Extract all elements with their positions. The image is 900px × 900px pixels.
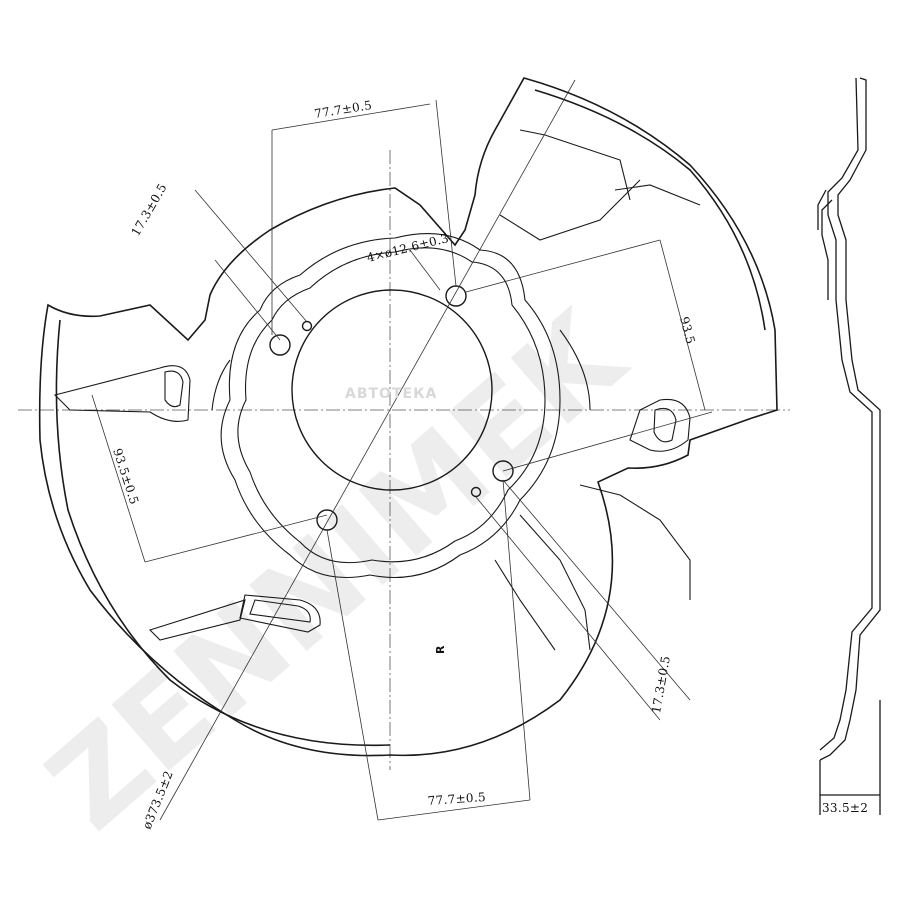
bolt-hole (269, 334, 291, 356)
dim-holes: 4×ø12.6±0.3 (365, 231, 450, 265)
dim-depth: 33.5±2 (822, 801, 868, 815)
mounting-ears (53, 129, 701, 651)
dimension-lines (91, 79, 713, 821)
pin-hole (470, 486, 482, 498)
shield-front-view (38, 77, 778, 757)
side-mark: R (434, 645, 447, 654)
dim-spacing-left: 93.5±0.5 (110, 447, 141, 507)
dim-spacing-right: 93.5 (677, 315, 698, 346)
bolt-hole (445, 285, 467, 307)
bore-and-holes (269, 285, 514, 531)
centre-bore (291, 289, 493, 491)
pin-hole (301, 320, 313, 332)
shield-side-view (817, 77, 881, 815)
site-watermark: АВТОТЕКА (345, 386, 437, 402)
dim-offset-lower-right: 17.3±0.5 (649, 655, 673, 715)
centre-lines (18, 150, 790, 770)
dim-bolt-pitch-top: 77.7±0.5 (313, 98, 373, 121)
dim-bolt-pitch-bottom: 77.7±0.5 (427, 790, 486, 808)
dim-offset-upper-left: 17.3±0.5 (128, 181, 169, 238)
